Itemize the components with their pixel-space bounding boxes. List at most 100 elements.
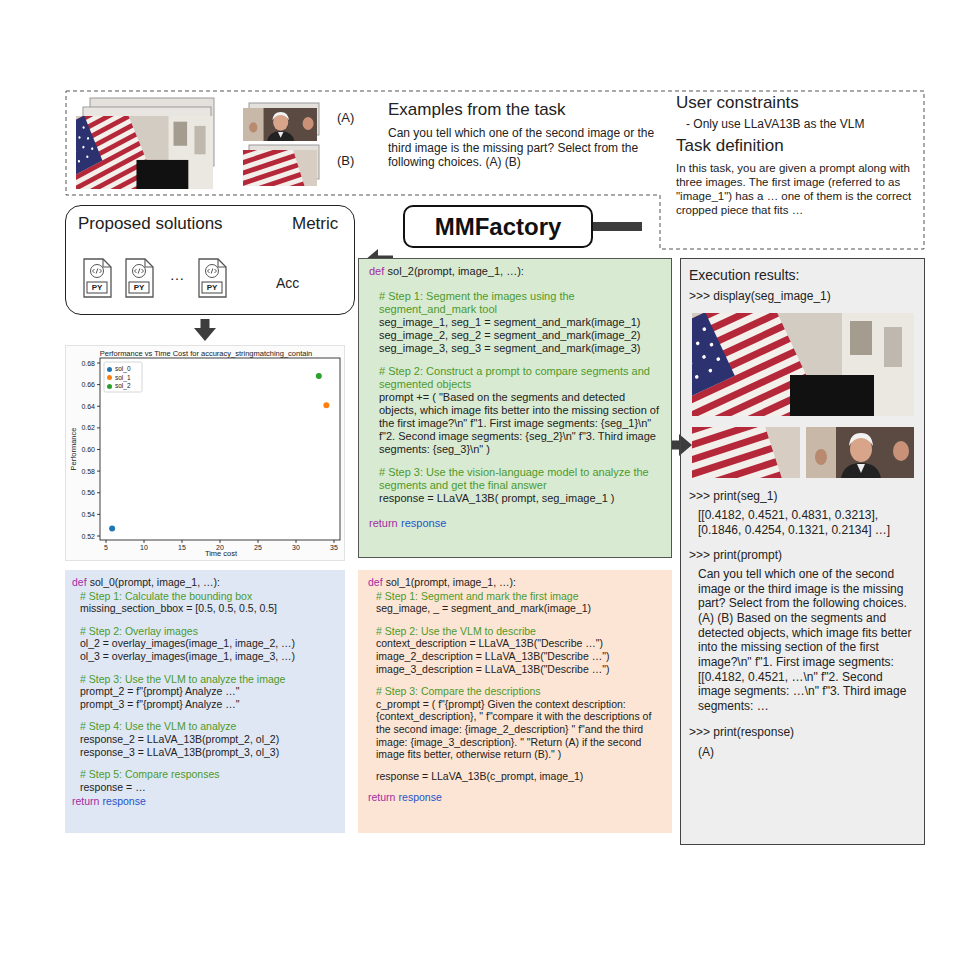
y-ticks: [97, 363, 100, 536]
segmented-image: [806, 427, 914, 478]
chart-title: Performance vs Time Cost for accuracy_st…: [66, 349, 346, 358]
label-slot: 0.66: [70, 380, 95, 389]
panel-text: - Only use LLaVA13B as the VLM: [686, 117, 921, 131]
text-line: # Step 2: Overlay images: [72, 625, 338, 638]
solutions-box: Proposed solutionsMetric…AccPYPYPY: [65, 205, 355, 315]
label-slot: Performance: [69, 428, 78, 471]
tick: [97, 427, 100, 428]
text-line: Execution results:: [689, 267, 916, 284]
text-slot: Acc: [276, 275, 320, 292]
legend-slot: sol_0: [115, 365, 131, 373]
code-text: # Step 2: Use the VLM to describe: [376, 625, 536, 637]
label-slot: (A): [337, 110, 354, 126]
tick: [334, 540, 335, 543]
code-text: # Step 4: Use the VLM to analyze: [80, 720, 236, 732]
text-line: response = …: [72, 781, 338, 794]
text-slot: Performance vs Time Cost for accuracy_st…: [66, 349, 346, 358]
data-point: [323, 402, 329, 408]
code-text: # Step 2: Construct a prompt to compare …: [379, 365, 650, 390]
python-file-icon: PY: [196, 258, 228, 298]
code-symbol: [208, 269, 217, 274]
code-badge: [133, 265, 146, 278]
code-text: seg_image, _ = segment_and_mark(image_1): [376, 602, 591, 614]
x-tick-label: 25: [246, 543, 270, 552]
code-text: ol_2 = overlay_images(image_1, image_2, …: [80, 637, 295, 649]
text-slot: …: [164, 266, 190, 284]
tick: [97, 384, 100, 385]
file-fold: [218, 259, 226, 267]
axis-title: Performance: [69, 428, 78, 471]
label-slot: (B): [337, 153, 354, 169]
text-slot: In this task, you are given a prompt alo…: [676, 161, 921, 217]
segmented-image-use: [806, 427, 914, 478]
text-line: seg_image_2, seg_2 = segment_and_mark(im…: [369, 329, 663, 342]
text-line: # Step 1: Segment and mark the first ima…: [368, 590, 664, 603]
output-text: >>> print(prompt): [689, 548, 782, 562]
x-tick-label: 30: [284, 543, 308, 552]
code-text: sol_0(prompt, image_1, …):: [90, 576, 220, 588]
text-line: >>> print(prompt): [689, 548, 916, 563]
mmfactory-box: MMFactory: [403, 205, 593, 248]
label-slot: 25: [246, 543, 270, 552]
x-tick-label: 15: [170, 543, 194, 552]
code-symbol: [93, 269, 102, 274]
code-text: prompt += ( "Based on the segments and d…: [379, 391, 659, 455]
x-ticks: [106, 540, 334, 543]
label-slot: Time cost: [191, 549, 251, 558]
label-slot: 0.68: [70, 359, 95, 368]
code-text: # Step 3: Compare the descriptions: [376, 685, 541, 697]
text-line: prompt += ( "Based on the segments and d…: [369, 391, 663, 456]
title-text: MMFactory: [435, 213, 562, 241]
code-text: # Step 2: Overlay images: [80, 625, 198, 637]
text-slot: - Only use LLaVA13B as the VLM: [686, 117, 921, 131]
text-line: # Step 3: Use the vision-language model …: [369, 466, 663, 492]
y-tick-label: 0.54: [70, 510, 95, 519]
tick: [144, 540, 145, 543]
code-text: # Step 1: Calculate the bounding box: [80, 590, 252, 602]
tick: [182, 540, 183, 543]
choice-image: [243, 108, 317, 141]
code-text: ol_3 = overlay_images(image_1, image_3, …: [80, 650, 295, 662]
code-box: defsol_2(prompt, image_1, …):# Step 1: S…: [358, 258, 672, 558]
text-slot: Metric: [292, 214, 354, 234]
legend-text: sol_1: [115, 374, 131, 382]
code-text: sol_2(prompt, image_1, …):: [388, 265, 524, 277]
code-text: missing_section_bbox = [0.5, 0.5, 0.5, 0…: [80, 602, 277, 614]
text-line: # Step 1: Segment the images using the s…: [369, 290, 663, 316]
tick: [97, 471, 100, 472]
tick: [97, 514, 100, 515]
node-content: Execution results:>>> display(seg_image_…: [681, 259, 924, 768]
text-slot: Can you tell which one of the second ima…: [388, 126, 660, 170]
panel-text: Task definition: [676, 136, 916, 156]
choice-label: (B): [337, 153, 354, 169]
code-text: seg_image_1, seg_1 = segment_and_mark(im…: [379, 316, 640, 328]
panel-text: Examples from the task: [388, 100, 678, 120]
legend-swatch: [107, 375, 112, 380]
text-line: # Step 4: Use the VLM to analyze: [72, 720, 338, 733]
code-text: sol_1(prompt, image_1, …):: [386, 576, 516, 588]
legend-frame: [104, 362, 142, 392]
tick: [296, 540, 297, 543]
tick: [97, 406, 100, 407]
file-fold: [145, 259, 153, 267]
tick: [97, 449, 100, 450]
code-text: prompt_2 = f"{prompt} Analyze …": [80, 685, 240, 697]
code-text: response = …: [80, 781, 146, 793]
legend-swatch: [107, 384, 112, 389]
text-line: seg_image, _ = segment_and_mark(image_1): [368, 602, 664, 615]
code-text: image_3_description = LLaVA_13B("Describ…: [376, 663, 609, 675]
code-badge: [91, 265, 104, 278]
legend-swatch: [107, 367, 112, 372]
text-line: c_prompt = ( f"{prompt} Given the contex…: [368, 698, 664, 761]
text-line: returnresponse: [72, 795, 338, 808]
text-line: # Step 2: Construct a prompt to compare …: [369, 365, 663, 391]
tick: [97, 536, 100, 537]
y-tick-label: 0.52: [70, 532, 95, 541]
text-line: context_description = LLaVA_13B("Describ…: [368, 637, 664, 650]
text-line: response_3 = LLaVA_13B(prompt_3, ol_3): [72, 746, 338, 759]
data-point: [109, 525, 115, 531]
data-point: [316, 373, 322, 379]
label-slot: 35: [322, 543, 346, 552]
text-line: >>> print(response): [689, 725, 916, 740]
code-text: response_3 = LLaVA_13B(prompt_3, ol_3): [80, 746, 279, 758]
